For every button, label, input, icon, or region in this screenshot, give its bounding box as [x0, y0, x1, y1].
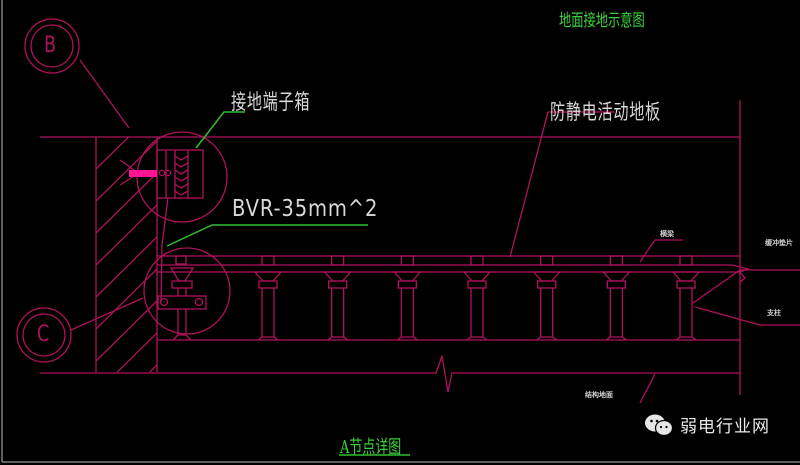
- hatch-line: [116, 332, 158, 373]
- label-pad: 缓冲垫片: [765, 239, 793, 247]
- pedestal-base: [257, 336, 279, 341]
- pedestal-head: [532, 271, 562, 282]
- antistatic-floor-panel: [157, 255, 751, 341]
- pedestal-head: [392, 271, 422, 282]
- hatch-line: [95, 300, 158, 362]
- leader-lines: [509, 111, 800, 404]
- pedestal-group: [253, 255, 701, 341]
- watermark: 弱电行业网: [644, 412, 770, 437]
- callout-circle-b: [24, 18, 130, 129]
- pedestal-head: [462, 271, 492, 282]
- callout-circle-c: [16, 297, 144, 363]
- callout-label-b: B: [44, 33, 57, 58]
- pedestal: [532, 255, 562, 341]
- pedestal-head: [671, 271, 701, 282]
- watermark-text: 弱电行业网: [680, 417, 770, 437]
- label-pillar: 支柱: [767, 309, 781, 317]
- pedestal-base: [327, 336, 349, 341]
- grounding-cable: [160, 197, 169, 303]
- pedestal-base: [605, 336, 627, 341]
- building-outline: [40, 100, 741, 395]
- label-cable-spec: BVR-35mm^2: [232, 196, 379, 222]
- pedestal: [462, 255, 492, 341]
- pedestal: [392, 255, 422, 341]
- detail-circle-terminal-box: [119, 131, 228, 223]
- pedestal: [253, 255, 283, 341]
- label-structural-floor: 结构地面: [585, 391, 613, 399]
- pedestal: [323, 255, 353, 341]
- pedestal-base: [396, 336, 418, 341]
- pedestal-base: [675, 336, 697, 341]
- pedestal-stringer-block: [400, 255, 414, 266]
- pedestal-stringer-block: [331, 255, 345, 266]
- pedestal-stringer-block: [679, 255, 693, 266]
- hatch-line: [95, 204, 158, 266]
- hatch-line: [95, 236, 158, 298]
- pedestal: [671, 255, 701, 341]
- pedestal-head: [253, 271, 283, 282]
- hatch-line: [95, 172, 158, 234]
- hatch-line: [95, 268, 158, 330]
- terminal-bolts: [158, 169, 172, 177]
- detail-title: A节点详图: [340, 437, 402, 458]
- label-grounding-terminal-box: 接地端子箱: [231, 90, 311, 114]
- hatch-line: [95, 140, 158, 202]
- drawing-title: 地面接地示意图: [559, 11, 645, 31]
- pedestal-pad: [676, 280, 696, 289]
- pedestal-head: [323, 271, 353, 282]
- hatch-line: [149, 364, 158, 373]
- grounding-terminal-bar: [129, 170, 157, 177]
- pedestal-pad: [328, 280, 348, 289]
- pedestal-stringer-block: [470, 255, 484, 266]
- pedestal: [601, 255, 631, 341]
- pedestal-stringer-block: [540, 255, 554, 266]
- pedestal-pad: [397, 280, 417, 289]
- green-leader-lines: [166, 111, 410, 456]
- pedestal-stringer-block: [609, 255, 623, 266]
- pedestal-pad: [537, 280, 557, 289]
- pedestal-base: [466, 336, 488, 341]
- pedestal-base: [536, 336, 558, 341]
- pedestal-pad: [467, 280, 487, 289]
- structural-floor-line: [430, 355, 740, 393]
- pedestal-stringer-block: [261, 255, 275, 266]
- pedestal-head: [601, 271, 631, 282]
- pedestal-pad: [606, 280, 626, 289]
- wechat-icon: [645, 414, 674, 436]
- label-antistatic-floor: 防静电活动地板: [550, 100, 661, 124]
- pedestal-pad: [258, 280, 278, 289]
- callout-label-c: C: [37, 322, 50, 347]
- detail-circle-pedestal: [143, 247, 231, 341]
- label-crossbeam: 横梁: [660, 230, 674, 238]
- hatch-line: [95, 136, 129, 170]
